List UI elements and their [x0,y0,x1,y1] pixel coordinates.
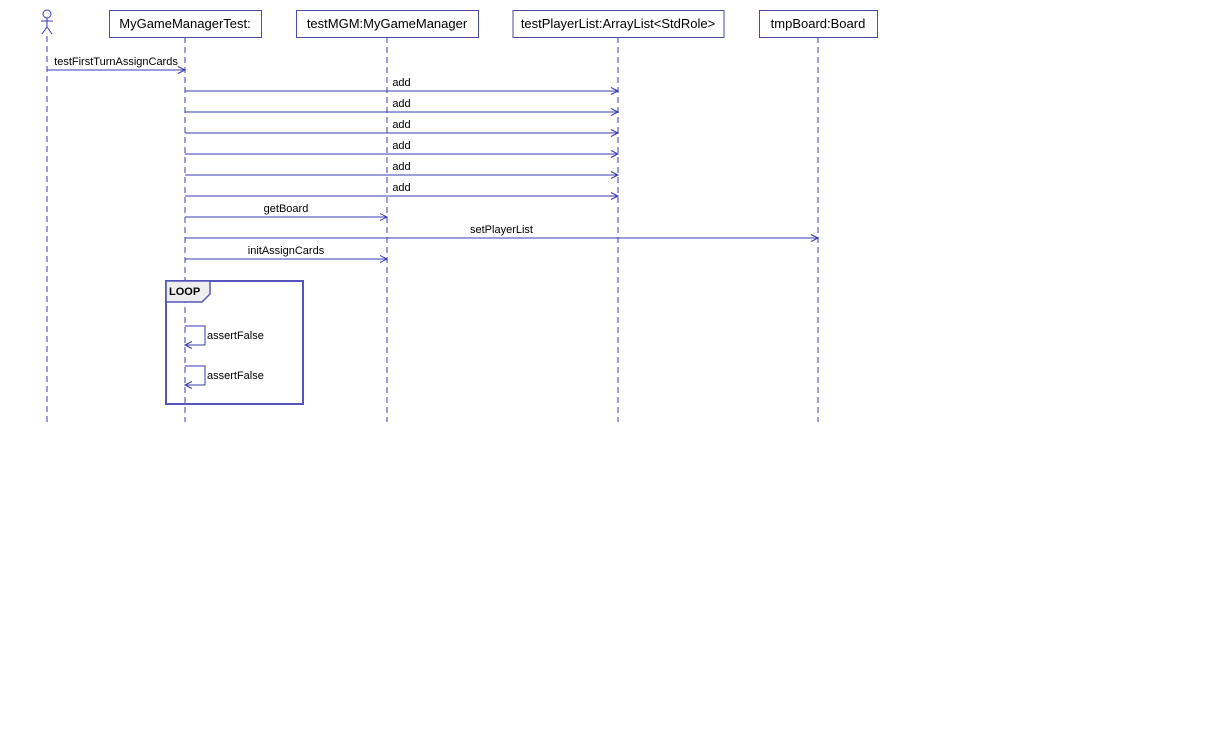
self-message-arrow [185,365,206,386]
self-message-arrow [185,325,206,346]
arrowhead [177,66,187,74]
message-label: add [392,119,410,131]
lifeline-label: testMGM:MyGameManager [307,16,468,31]
arrowhead [379,255,389,263]
arrowhead [379,213,389,221]
message-label: initAssignCards [248,245,325,257]
lifeline-label: MyGameManagerTest: [119,16,251,31]
lifeline-box [296,10,479,38]
arrowhead [610,150,620,158]
arrowhead [610,108,620,116]
lifeline-label: tmpBoard:Board [771,16,866,31]
self-message-label: assertFalse [207,370,264,382]
message-label: getBoard [264,203,309,215]
lifeline-box [512,10,725,38]
loop-tab [165,280,211,303]
arrowhead [610,192,620,200]
actor-icon [41,9,53,35]
message-label: add [392,182,410,194]
lifeline-label: testPlayerList:ArrayList<StdRole> [521,16,715,31]
arrowhead [183,381,193,389]
message-label: add [392,140,410,152]
message-label: add [392,77,410,89]
arrowhead [810,234,820,242]
arrowhead [610,171,620,179]
self-message-label: assertFalse [207,330,264,342]
loop-operator: LOOP [169,286,200,298]
arrowhead [610,129,620,137]
arrowhead [183,341,193,349]
lifeline-box [759,10,878,38]
loop-fragment [165,280,304,405]
message-label: setPlayerList [470,224,533,236]
lifeline-box [109,10,262,38]
message-label: testFirstTurnAssignCards [54,56,178,68]
message-label: add [392,161,410,173]
arrowhead [610,87,620,95]
message-label: add [392,98,410,110]
